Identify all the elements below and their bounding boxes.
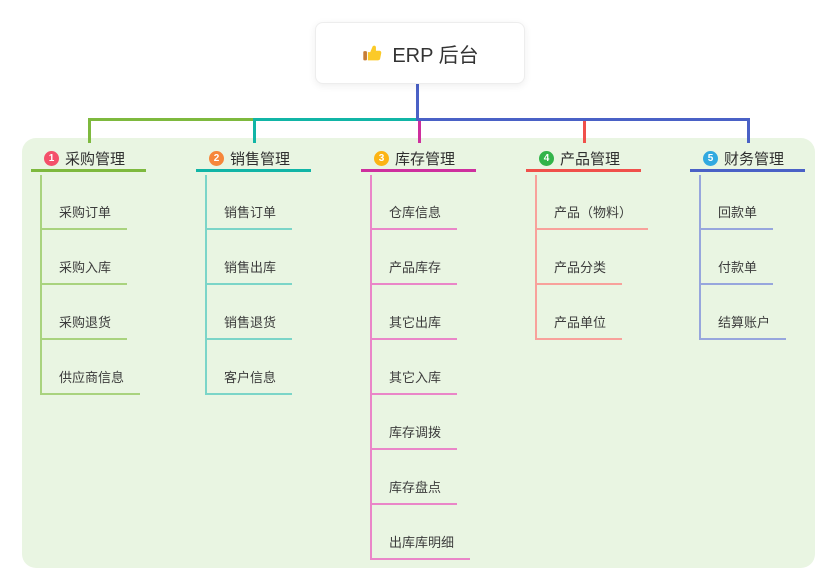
- child-node[interactable]: 采购订单: [42, 175, 128, 230]
- branch-topic-label: 财务管理: [724, 151, 785, 168]
- branch-number-badge: 3: [374, 151, 389, 166]
- branch-connector-h: [253, 118, 419, 121]
- child-node-label: 结算账户: [718, 315, 771, 330]
- child-node[interactable]: 采购退货: [42, 285, 128, 340]
- branch-connector-drop: [747, 118, 750, 143]
- child-node[interactable]: 销售出库: [207, 230, 293, 285]
- child-node-label: 其它入库: [389, 370, 442, 385]
- branch-topic[interactable]: 1 采购管理: [31, 148, 146, 172]
- child-node[interactable]: 出库库明细: [372, 505, 471, 560]
- child-node[interactable]: 产品单位: [537, 285, 623, 340]
- child-node[interactable]: 回款单: [701, 175, 774, 230]
- child-node-label: 采购订单: [59, 205, 112, 220]
- child-node-label: 出库库明细: [389, 535, 455, 550]
- child-node-label: 采购退货: [59, 315, 112, 330]
- child-node-label: 供应商信息: [59, 370, 125, 385]
- branch-number-badge: 1: [44, 151, 59, 166]
- branch-children: 销售订单销售出库销售退货客户信息: [205, 175, 293, 395]
- branch-connector-drop: [583, 118, 586, 143]
- branch-topic-label: 库存管理: [395, 151, 456, 168]
- child-node[interactable]: 销售订单: [207, 175, 293, 230]
- child-node-label: 产品单位: [554, 315, 607, 330]
- branch-connector-drop: [253, 118, 256, 143]
- branch-children: 采购订单采购入库采购退货供应商信息: [40, 175, 141, 395]
- child-node-label: 产品库存: [389, 260, 442, 275]
- branches-panel: [22, 138, 815, 568]
- child-node-label: 销售退货: [224, 315, 277, 330]
- branch-number-badge: 4: [539, 151, 554, 166]
- branch-connector-drop: [418, 118, 421, 143]
- child-node-label: 库存调拨: [389, 425, 442, 440]
- child-node-label: 付款单: [718, 260, 758, 275]
- branch-children: 产品（物料） 产品分类产品单位: [535, 175, 649, 340]
- branch-topic[interactable]: 3 库存管理: [361, 148, 476, 172]
- child-node-label: 产品分类: [554, 260, 607, 275]
- branch-children: 仓库信息产品库存其它出库其它入库库存调拨库存盘点出库库明细: [370, 175, 471, 560]
- branch-topic[interactable]: 2 销售管理: [196, 148, 311, 172]
- child-node[interactable]: 其它出库: [372, 285, 458, 340]
- branch-topic[interactable]: 4 产品管理: [526, 148, 641, 172]
- branch-connector-h: [416, 118, 750, 121]
- child-node-label: 采购入库: [59, 260, 112, 275]
- child-node[interactable]: 其它入库: [372, 340, 458, 395]
- branch-number-badge: 5: [703, 151, 718, 166]
- child-node-label: 仓库信息: [389, 205, 442, 220]
- child-node[interactable]: 产品库存: [372, 230, 458, 285]
- root-connector-stem: [416, 82, 419, 121]
- child-node[interactable]: 库存调拨: [372, 395, 458, 450]
- child-node[interactable]: 产品分类: [537, 230, 623, 285]
- child-node-label: 客户信息: [224, 370, 277, 385]
- child-node-label: 销售订单: [224, 205, 277, 220]
- branch-connector-drop: [88, 118, 91, 143]
- child-node-label: 库存盘点: [389, 480, 442, 495]
- root-label: ERP 后台: [392, 44, 479, 67]
- child-node-label: 产品（物料）: [554, 205, 633, 220]
- child-node[interactable]: 产品（物料）: [537, 175, 649, 230]
- branch-children: 回款单付款单结算账户: [699, 175, 787, 340]
- child-node[interactable]: 仓库信息: [372, 175, 458, 230]
- child-node[interactable]: 付款单: [701, 230, 774, 285]
- child-node[interactable]: 客户信息: [207, 340, 293, 395]
- root-node[interactable]: ERP 后台: [315, 22, 525, 84]
- branch-topic[interactable]: 5 财务管理: [690, 148, 805, 172]
- branch-topic-label: 销售管理: [230, 151, 291, 168]
- child-node[interactable]: 库存盘点: [372, 450, 458, 505]
- child-node[interactable]: 供应商信息: [42, 340, 141, 395]
- child-node-label: 销售出库: [224, 260, 277, 275]
- child-node[interactable]: 采购入库: [42, 230, 128, 285]
- child-node-label: 回款单: [718, 205, 758, 220]
- branch-number-badge: 2: [209, 151, 224, 166]
- child-node-label: 其它出库: [389, 315, 442, 330]
- thumbs-up-icon: [361, 42, 383, 64]
- child-node[interactable]: 销售退货: [207, 285, 293, 340]
- child-node[interactable]: 结算账户: [701, 285, 787, 340]
- branch-topic-label: 采购管理: [65, 151, 126, 168]
- branch-topic-label: 产品管理: [560, 151, 621, 168]
